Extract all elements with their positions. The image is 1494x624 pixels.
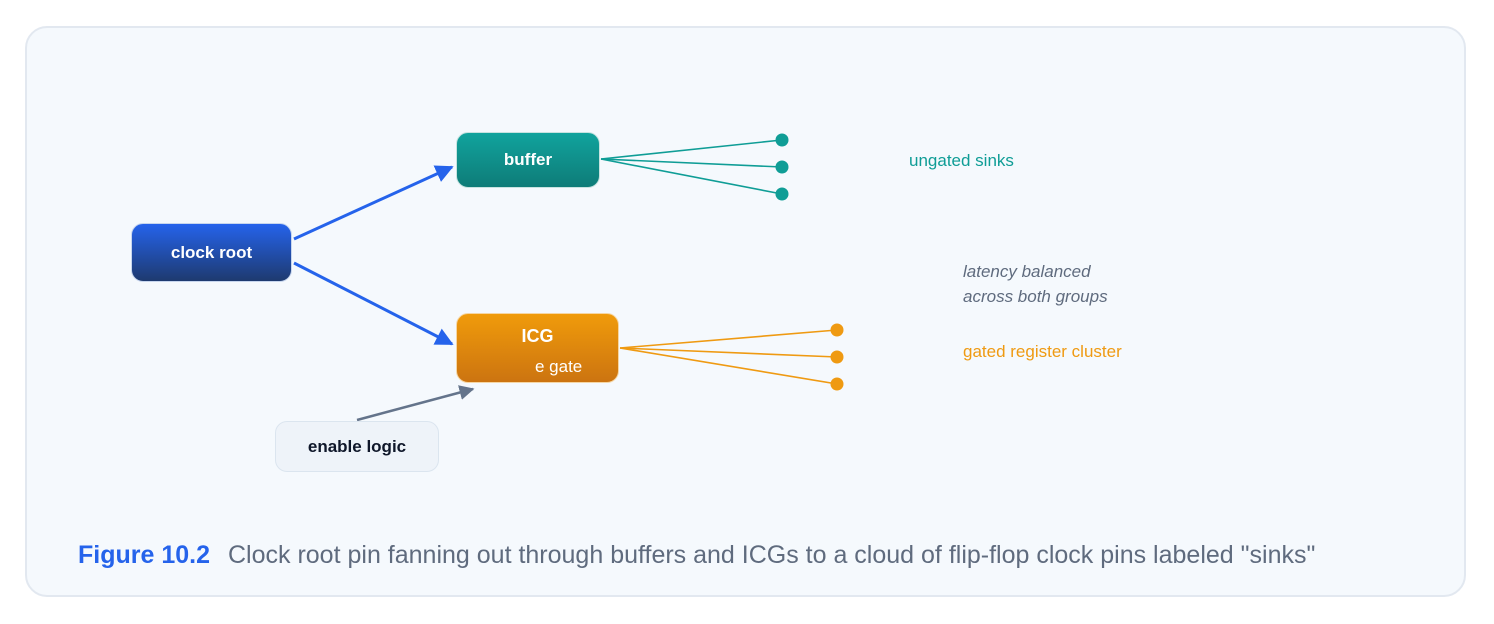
edge-root-to-icg [293, 261, 454, 346]
clock-root-label: clock root [170, 242, 253, 262]
gated-sink-dot [830, 377, 844, 391]
latency-note: latency balanced across both groups [963, 259, 1108, 309]
gated-sink-fanout [619, 323, 844, 391]
icg-sublabel: e gate [535, 357, 583, 376]
ungated-sinks-label: ungated sinks [909, 151, 1014, 170]
edge-enable-to-icg [356, 385, 475, 422]
ungated-sink-dot [775, 187, 789, 201]
gated-wire-3 [619, 347, 838, 385]
enable-logic-node: enable logic [275, 421, 439, 472]
ungated-wire-2 [600, 158, 783, 168]
ungated-sink-dot [775, 133, 789, 147]
gated-cluster-label: gated register cluster [963, 342, 1122, 361]
figure-number: Figure 10.2 [78, 541, 210, 569]
ungated-wire-3 [600, 158, 783, 195]
ungated-sink-dot [775, 160, 789, 174]
figure-caption: Figure 10.2 Clock root pin fanning out th… [78, 541, 1315, 570]
ungated-sink-fanout [600, 133, 789, 201]
icg-label: ICG [521, 326, 554, 346]
gated-sink-dot [830, 350, 844, 364]
figure-caption-text: Clock root pin fanning out through buffe… [228, 541, 1316, 569]
edge-root-to-buffer [293, 165, 454, 241]
gated-wire-1 [619, 329, 838, 349]
icg-node: ICG e gate [456, 313, 619, 383]
figure-panel [25, 26, 1466, 597]
gated-wire-2 [619, 347, 838, 358]
buffer-label: buffer [503, 150, 553, 169]
gated-sink-dot [830, 323, 844, 337]
buffer-node: buffer [456, 132, 600, 188]
latency-note-line-1: latency balanced [963, 262, 1091, 281]
clock-root-node: clock root [131, 223, 292, 282]
latency-note-line-2: across both groups [963, 287, 1108, 306]
enable-logic-label: enable logic [307, 436, 407, 456]
ungated-wire-1 [600, 139, 783, 160]
